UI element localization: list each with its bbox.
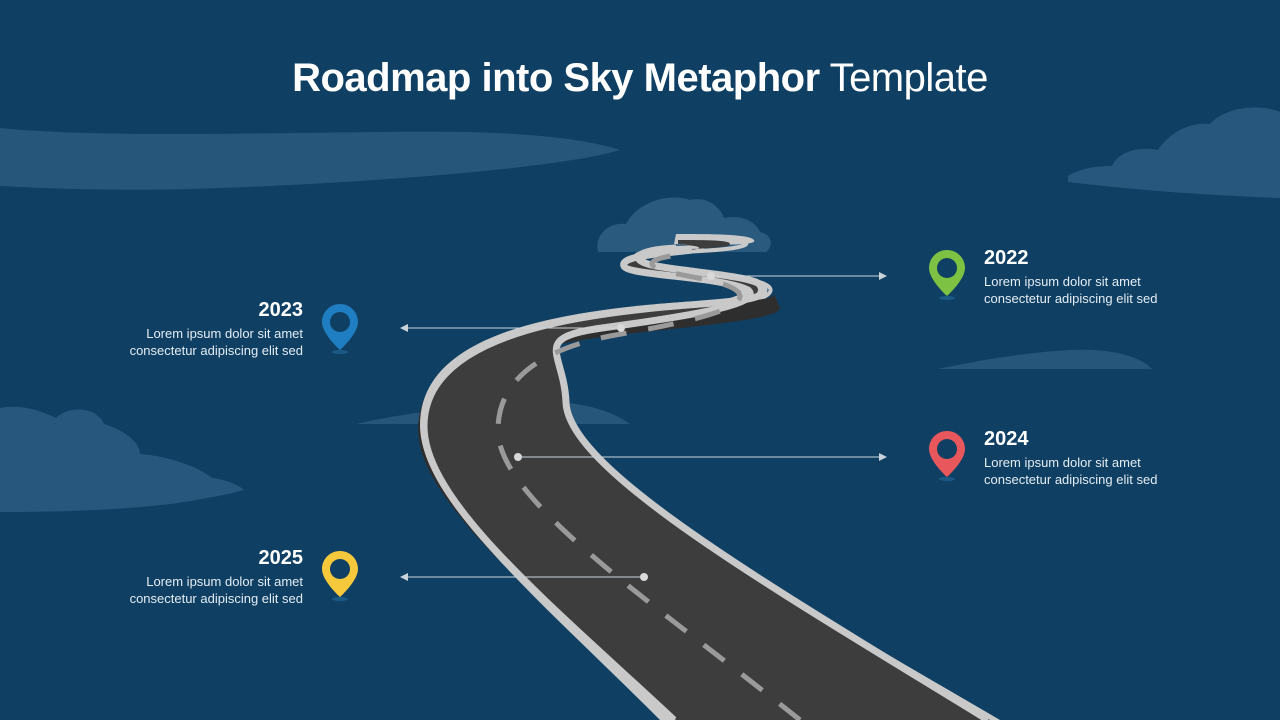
- milestone-description: Lorem ipsum dolor sit amet consectetur a…: [984, 454, 1157, 488]
- milestone-desc-line: consectetur adipiscing elit sed: [129, 343, 303, 358]
- road-dot-2024: [514, 453, 522, 461]
- milestone-year: 2023: [258, 299, 304, 321]
- milestone-desc-line: Lorem ipsum dolor sit amet: [146, 574, 303, 589]
- location-pin-icon: [929, 431, 965, 481]
- milestone-description: Lorem ipsum dolor sit amet consectetur a…: [984, 273, 1157, 307]
- milestone-2025: 2025 Lorem ipsum dolor sit amet consecte…: [90, 547, 303, 607]
- location-pin-icon: [322, 551, 358, 601]
- location-pin-icon: [322, 304, 358, 354]
- title-light: Template: [819, 56, 989, 100]
- road-center-dashes: [495, 251, 802, 720]
- milestone-desc-line: Lorem ipsum dolor sit amet: [984, 274, 1141, 289]
- milestone-desc-line: consectetur adipiscing elit sed: [984, 472, 1158, 487]
- road-left-edge: [420, 244, 768, 720]
- road-dot-2025: [640, 573, 648, 581]
- milestone-description: Lorem ipsum dolor sit amet consectetur a…: [90, 325, 303, 359]
- page-title: Roadmap into Sky Metaphor Template: [0, 55, 1280, 101]
- milestone-desc-line: Lorem ipsum dolor sit amet: [146, 326, 303, 341]
- cloud-streak-top-left: [0, 128, 620, 190]
- milestone-desc-line: Lorem ipsum dolor sit amet: [984, 455, 1141, 470]
- milestone-year: 2022: [984, 247, 1029, 269]
- milestone-desc-line: consectetur adipiscing elit sed: [129, 591, 303, 606]
- road-asphalt: [426, 240, 990, 720]
- milestone-2023: 2023 Lorem ipsum dolor sit amet consecte…: [90, 299, 303, 359]
- cloud-streak-right: [938, 349, 1152, 369]
- milestone-2022: 2022 Lorem ipsum dolor sit amet consecte…: [984, 247, 1157, 307]
- milestone-2024: 2024 Lorem ipsum dolor sit amet consecte…: [984, 428, 1157, 488]
- road-dot-2023: [617, 324, 625, 332]
- location-pin-icon: [929, 250, 965, 300]
- milestone-year: 2025: [258, 547, 304, 569]
- road-dot-2022: [707, 272, 715, 280]
- cloud-top-right: [1068, 107, 1280, 198]
- cloud-left: [0, 406, 244, 512]
- title-bold: Roadmap into Sky Metaphor: [292, 56, 820, 100]
- milestone-description: Lorem ipsum dolor sit amet consectetur a…: [90, 573, 303, 607]
- milestone-desc-line: consectetur adipiscing elit sed: [984, 291, 1158, 306]
- milestone-year: 2024: [984, 428, 1029, 450]
